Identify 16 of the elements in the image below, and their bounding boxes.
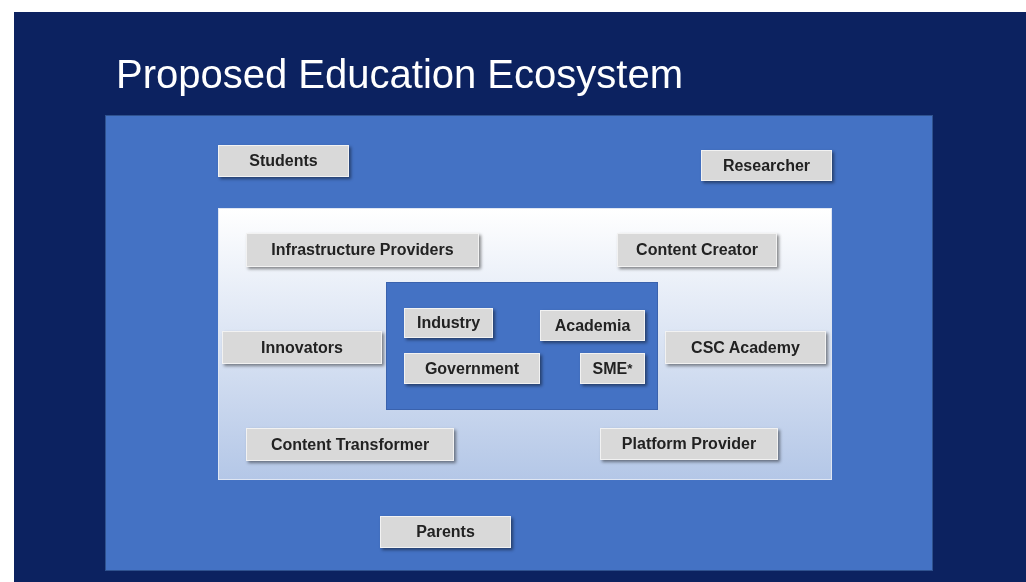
stakeholder-box: Platform Provider (600, 428, 778, 460)
stakeholder-box: Innovators (222, 331, 382, 364)
stakeholder-box: Students (218, 145, 349, 177)
core-panel (386, 282, 658, 410)
stakeholder-box: Content Transformer (246, 428, 454, 461)
ecosystem-panel (105, 115, 933, 571)
stakeholder-box: Academia (540, 310, 645, 341)
stakeholder-box: CSC Academy (665, 331, 826, 364)
stakeholder-box: Parents (380, 516, 511, 548)
slide-title: Proposed Education Ecosystem (116, 52, 683, 97)
stakeholder-box: Content Creator (617, 233, 777, 267)
stakeholder-box: Government (404, 353, 540, 384)
ecosystem-inner-panel (218, 208, 832, 480)
stakeholder-box: Researcher (701, 150, 832, 181)
stakeholder-box: Infrastructure Providers (246, 233, 479, 267)
stakeholder-box: Industry (404, 308, 493, 338)
